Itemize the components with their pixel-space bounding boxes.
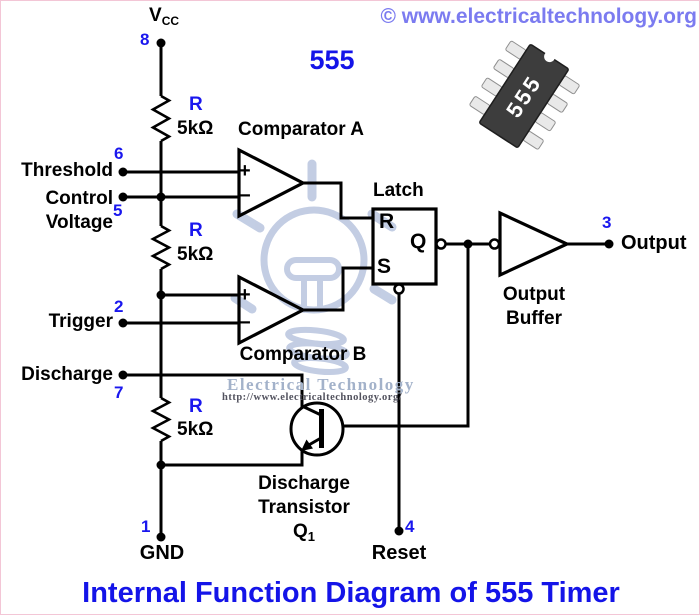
latch-r-label: R (379, 210, 395, 233)
output-pin-label: Output (621, 232, 687, 254)
vcc-terminal-dot (156, 38, 166, 48)
junction-dots (118, 38, 614, 542)
comparator-a-plus: + (239, 160, 251, 182)
output-buffer-triangle (498, 210, 571, 278)
bulb-ray-upper-right (367, 209, 397, 232)
control-voltage-label-line1: Control (45, 188, 113, 209)
comparator-a-minus: − (239, 185, 251, 207)
gnd-label: GND (139, 542, 185, 564)
q-output-junction (463, 239, 473, 249)
resistor-1 (150, 94, 172, 143)
wire-emitter-return (161, 450, 304, 467)
transistor-emitter-arrow (301, 439, 313, 451)
latch-s-label: S (377, 255, 392, 278)
wire-compB-to-latch-S (303, 266, 373, 312)
wire-discharge (123, 373, 304, 407)
discharge-transistor-symbol (289, 401, 345, 457)
rail-control-junction (156, 192, 166, 202)
vcc-subscript: CC (161, 14, 180, 28)
pin-1-number: 1 (141, 517, 151, 536)
reset-label: Reset (371, 542, 427, 564)
resistor-2-label: R (189, 220, 203, 241)
pin-5-number: 5 (113, 201, 123, 220)
transistor-ref-letter: Q (292, 521, 308, 542)
resistor-2-value: 5kΩ (177, 244, 214, 265)
wires (123, 43, 609, 537)
resistor-1-value: 5kΩ (177, 118, 214, 139)
pin-8-number: 8 (140, 30, 150, 49)
vcc-label: VCC (149, 5, 180, 28)
center-watermark-line1: Electrical Technology (227, 375, 415, 394)
bulb-coil-3 (291, 354, 349, 376)
top-watermark: © www.electricaltechnology.org (380, 5, 697, 28)
comparator-b-triangle (237, 274, 307, 346)
pin-4-number: 4 (405, 517, 415, 536)
comparator-a-label: Comparator A (238, 119, 364, 140)
output-terminal-dot (604, 239, 614, 249)
gnd-terminal-dot (156, 532, 166, 542)
chip-notch (544, 51, 556, 63)
transistor-ref-subscript: 1 (307, 529, 315, 544)
resistor-2 (150, 224, 172, 271)
latch-reset-bubble (393, 283, 405, 295)
discharge-transistor-ref: Q1 (244, 521, 364, 544)
bulb-ray-right (369, 284, 397, 305)
resistor-3 (150, 396, 172, 443)
latch-q-bubble (435, 238, 447, 250)
inversion-bubbles (393, 238, 501, 295)
resistor-3-value: 5kΩ (177, 419, 214, 440)
wire-base-drive (324, 244, 470, 428)
comparator-b-label: Comparator B (239, 344, 367, 365)
threshold-label: Threshold (21, 160, 113, 181)
trigger-terminal-dot (118, 318, 128, 328)
discharge-transistor-label-line1: Discharge (258, 473, 350, 494)
discharge-terminal-dot (118, 370, 128, 380)
center-watermark-line2: http://www.electricaltechnology.org/ (222, 392, 403, 403)
buffer-input-bubble (488, 238, 501, 250)
comparator-a-triangle (237, 147, 307, 219)
pin-7-number: 7 (114, 383, 124, 402)
control-voltage-label-line2: Voltage (45, 212, 113, 233)
diagram-title: Internal Function Diagram of 555 Timer (82, 577, 620, 609)
wire-compA-to-latch-R (303, 181, 373, 220)
output-buffer-label-line2: Buffer (506, 308, 562, 329)
discharge-transistor-label-line2: Transistor (258, 497, 350, 518)
latch-label: Latch (373, 180, 424, 201)
vcc-symbol: V (149, 5, 162, 26)
pin-2-number: 2 (114, 297, 124, 316)
comparator-b-plus: + (239, 284, 251, 306)
control-terminal-dot (118, 192, 128, 202)
reset-terminal-dot (394, 526, 404, 536)
threshold-terminal-dot (118, 167, 128, 177)
chip-illustration: 555 (469, 40, 580, 150)
latch-q-label: Q (410, 230, 427, 253)
output-buffer-label-line1: Output (502, 284, 566, 305)
trigger-label: Trigger (48, 311, 113, 332)
discharge-label: Discharge (21, 364, 113, 385)
bulb-filament (284, 257, 342, 281)
pin-6-number: 6 (114, 144, 124, 163)
resistors (150, 94, 172, 443)
resistor-1-label: R (189, 94, 203, 115)
comparator-b-minus: − (239, 312, 251, 334)
resistor-3-label: R (189, 396, 203, 417)
rail-divider-junction (156, 290, 166, 300)
chip-heading: 555 (309, 45, 355, 75)
rail-emitter-junction (156, 460, 166, 470)
transistor-circle (289, 401, 345, 457)
transistor-collector (301, 404, 322, 417)
pin-3-number: 3 (602, 213, 612, 232)
